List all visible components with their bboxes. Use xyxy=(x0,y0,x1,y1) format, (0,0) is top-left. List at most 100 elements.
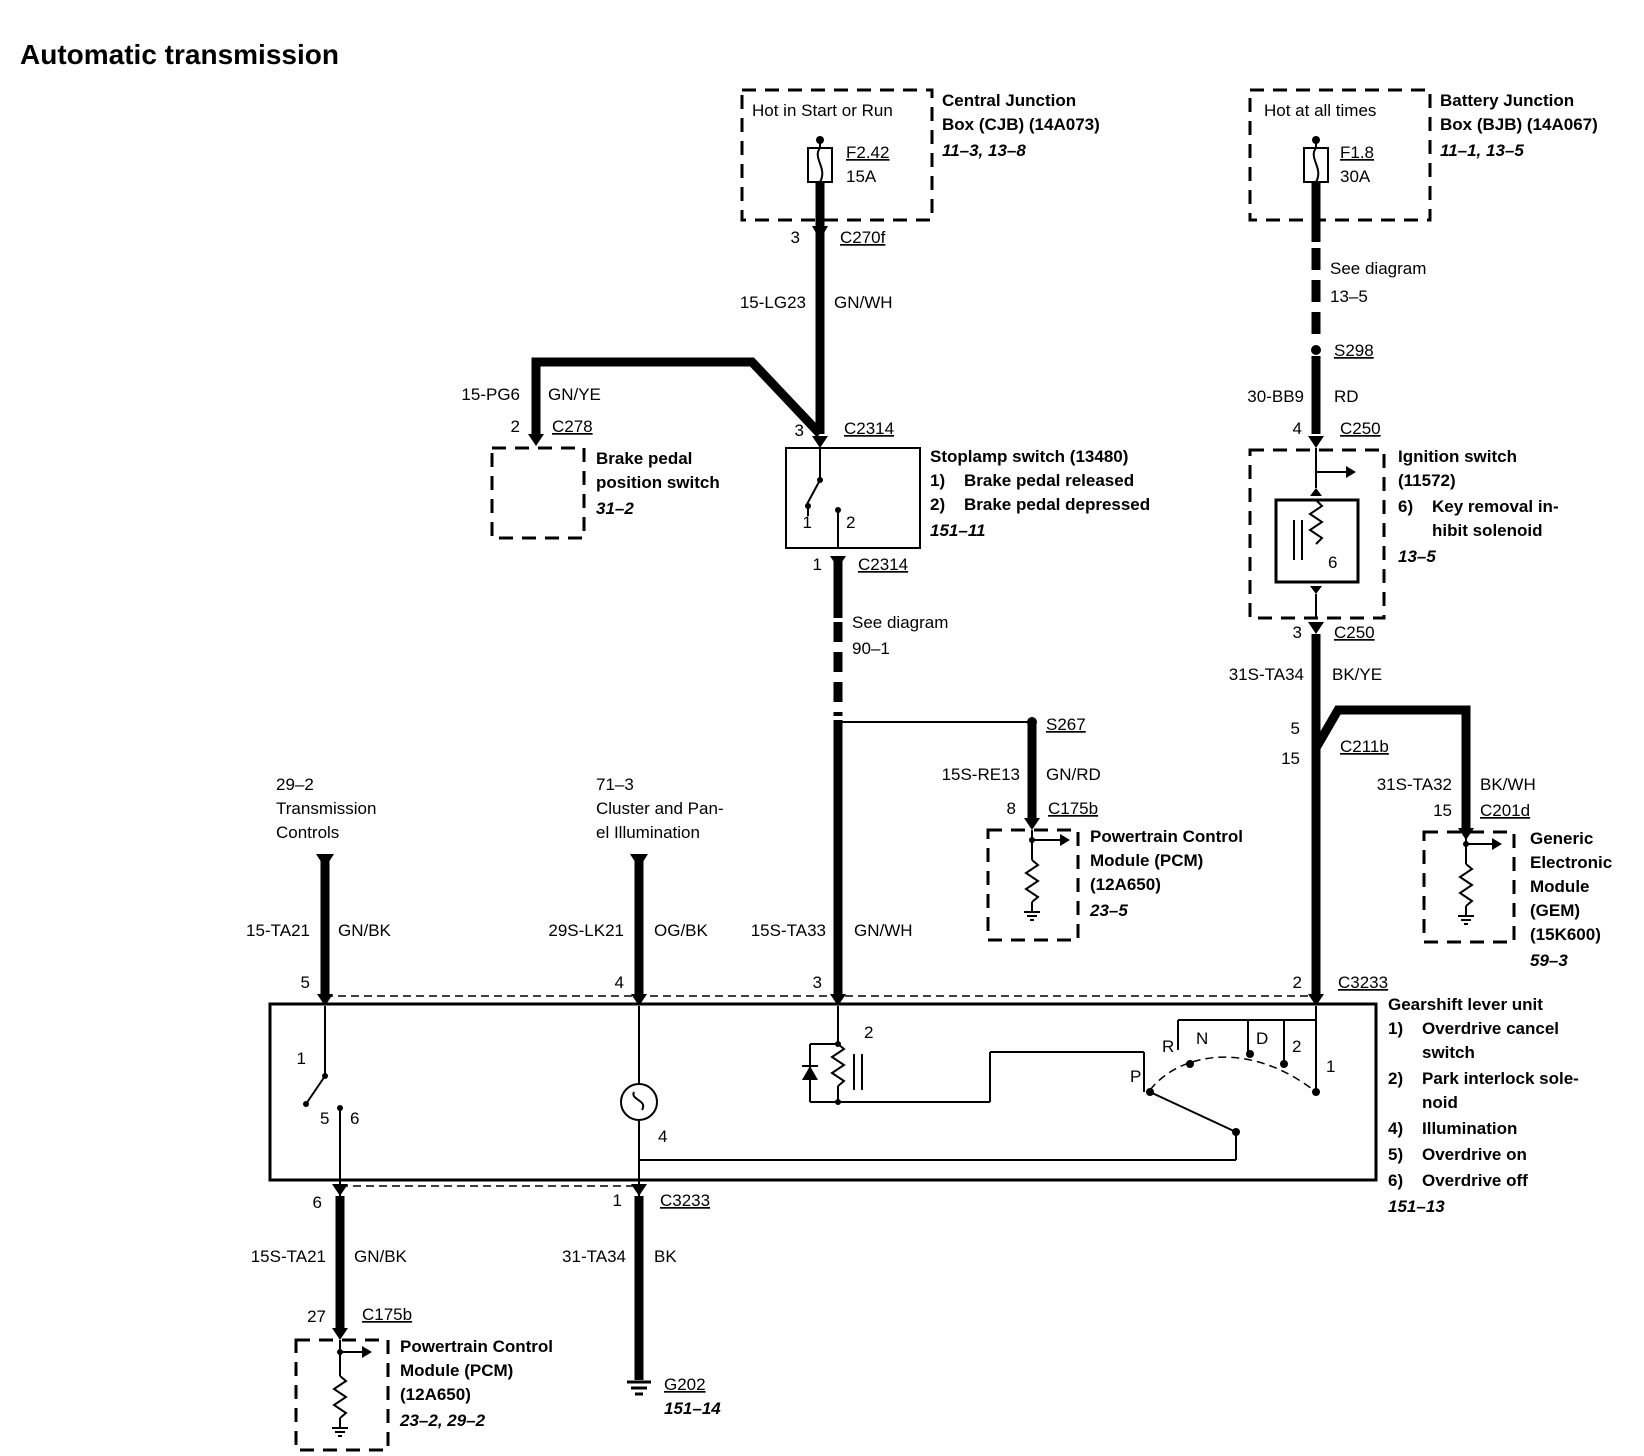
trans-ref: 29–2 xyxy=(276,775,314,794)
cjb-amps: 15A xyxy=(846,167,877,186)
pin-label: 1 xyxy=(813,555,822,574)
gsl-item-num: 1) xyxy=(1388,1019,1403,1038)
ign-item-num: 6) xyxy=(1398,497,1413,516)
wire-color: BK xyxy=(654,1247,677,1266)
see-diagram-ref: 13–5 xyxy=(1330,287,1368,306)
wire-color: GN/BK xyxy=(338,921,392,940)
wire-id: 31S-TA34 xyxy=(1229,665,1304,684)
stoplamp-item-1: Brake pedal released xyxy=(964,471,1134,490)
pin-label: 3 xyxy=(813,973,822,992)
stoplamp-item-num: 1) xyxy=(930,471,945,490)
pin-label: 2 xyxy=(846,513,855,532)
splice-s298: S298 xyxy=(1334,341,1374,360)
gem-name-2: Electronic xyxy=(1530,853,1612,872)
pin-label: 6 xyxy=(313,1193,322,1212)
trans-label-2: Controls xyxy=(276,823,339,842)
stoplamp-item-num: 2) xyxy=(930,495,945,514)
pcm-bottom-name-3: (12A650) xyxy=(400,1385,471,1404)
gem-box xyxy=(1422,830,1516,944)
cjb-name-2: Box (CJB) (14A073) xyxy=(942,115,1100,134)
gsl-item-1b: switch xyxy=(1422,1043,1475,1062)
ground-g202: G202 xyxy=(664,1375,706,1394)
pin-label: 4 xyxy=(615,973,624,992)
gsl-item-2b: noid xyxy=(1422,1093,1458,1112)
bjb-fuse: F1.8 xyxy=(1340,143,1374,162)
gear-label-n: N xyxy=(1196,1029,1208,1048)
wire-id: 15S-TA21 xyxy=(251,1247,326,1266)
ign-ref: 13–5 xyxy=(1398,547,1436,566)
ground-icon xyxy=(627,1380,651,1396)
pin-label: 1 xyxy=(613,1191,622,1210)
ign-item-6b: hibit solenoid xyxy=(1432,521,1543,540)
gsl-title: Gearshift lever unit xyxy=(1388,995,1543,1014)
resistor-icon xyxy=(1024,830,1070,921)
wire-id: 30-BB9 xyxy=(1247,387,1304,406)
pin-label: 3 xyxy=(1293,623,1302,642)
wire-id: 31S-TA32 xyxy=(1377,775,1452,794)
pcm-top-name-2: Module (PCM) xyxy=(1090,851,1203,870)
bjb-ref: 11–1, 13–5 xyxy=(1440,141,1524,160)
bjb-amps: 30A xyxy=(1340,167,1371,186)
lamp-icon xyxy=(620,1006,658,1196)
solenoid-icon xyxy=(802,1006,1145,1105)
pin-label: 3 xyxy=(791,228,800,247)
pin-label: 15 xyxy=(1281,749,1300,768)
connector-c201d: C201d xyxy=(1480,801,1530,820)
pin-label: 5 xyxy=(320,1109,329,1128)
cjb-name-1: Central Junction xyxy=(942,91,1076,110)
see-diagram-label: See diagram xyxy=(852,613,948,632)
ign-item-6a: Key removal in- xyxy=(1432,497,1559,516)
bjb-name-2: Box (BJB) (14A067) xyxy=(1440,115,1598,134)
connector-c2314-top: C2314 xyxy=(844,419,894,438)
pin-label: 6 xyxy=(1328,553,1337,572)
pin-label: 5 xyxy=(1291,719,1300,738)
switch-icon xyxy=(805,448,841,548)
pin-label: 1 xyxy=(803,513,812,532)
cjb-box xyxy=(740,88,934,222)
resistor-icon xyxy=(1458,832,1502,925)
connector-c175b-top: C175b xyxy=(1048,799,1098,818)
illum-ref: 71–3 xyxy=(596,775,634,794)
bpp-name-2: position switch xyxy=(596,473,720,492)
brake-pedal-position-switch-box xyxy=(490,446,586,540)
pcm-bottom-box xyxy=(294,1338,390,1452)
gsl-item-num: 5) xyxy=(1388,1145,1403,1164)
pin-label: 27 xyxy=(307,1307,326,1326)
connector-c211b: C211b xyxy=(1340,737,1389,756)
pin-label: 2 xyxy=(864,1023,873,1042)
wire-color: GN/WH xyxy=(834,293,893,312)
connector-c250-top: C250 xyxy=(1340,419,1381,438)
wire-id: 15S-RE13 xyxy=(942,765,1020,784)
ign-name-2: (11572) xyxy=(1398,471,1456,490)
bpp-name-1: Brake pedal xyxy=(596,449,692,468)
stoplamp-item-2: Brake pedal depressed xyxy=(964,495,1150,514)
gsl-item-4: Illumination xyxy=(1422,1119,1517,1138)
wire-id: 31-TA34 xyxy=(562,1247,626,1266)
pcm-top-name-1: Powertrain Control xyxy=(1090,827,1243,846)
bpp-ref: 31–2 xyxy=(596,499,634,518)
cjb-ref: 11–3, 13–8 xyxy=(942,141,1026,160)
bjb-box xyxy=(1248,88,1432,222)
wire-id: 15S-TA33 xyxy=(751,921,826,940)
pin-label: 1 xyxy=(297,1049,306,1068)
connector-c3233-bottom: C3233 xyxy=(660,1191,710,1210)
pcm-top-box xyxy=(986,828,1080,942)
gsl-item-num: 4) xyxy=(1388,1119,1403,1138)
connector-c3233-top: C3233 xyxy=(1338,973,1388,992)
gear-label-p: P xyxy=(1130,1067,1141,1086)
connector-c2314-bottom: C2314 xyxy=(858,555,908,574)
pcm-top-ref: 23–5 xyxy=(1089,901,1128,920)
wire-31s-ta32 xyxy=(1312,705,1471,832)
pcm-bottom-name-2: Module (PCM) xyxy=(400,1361,513,1380)
gem-name-5: (15K600) xyxy=(1530,925,1601,944)
pcm-bottom-name-1: Powertrain Control xyxy=(400,1337,553,1356)
pin-label: 2 xyxy=(1293,973,1302,992)
connector-c250-bottom: C250 xyxy=(1334,623,1375,642)
wire-id: 15-LG23 xyxy=(740,293,806,312)
wire-color: GN/YE xyxy=(548,385,601,404)
cjb-fuse: F2.42 xyxy=(846,143,889,162)
gsl-item-6: Overdrive off xyxy=(1422,1171,1528,1190)
fuse-icon xyxy=(807,136,833,183)
bjb-label: Hot at all times xyxy=(1264,101,1376,120)
wire-color: BK/WH xyxy=(1480,775,1536,794)
